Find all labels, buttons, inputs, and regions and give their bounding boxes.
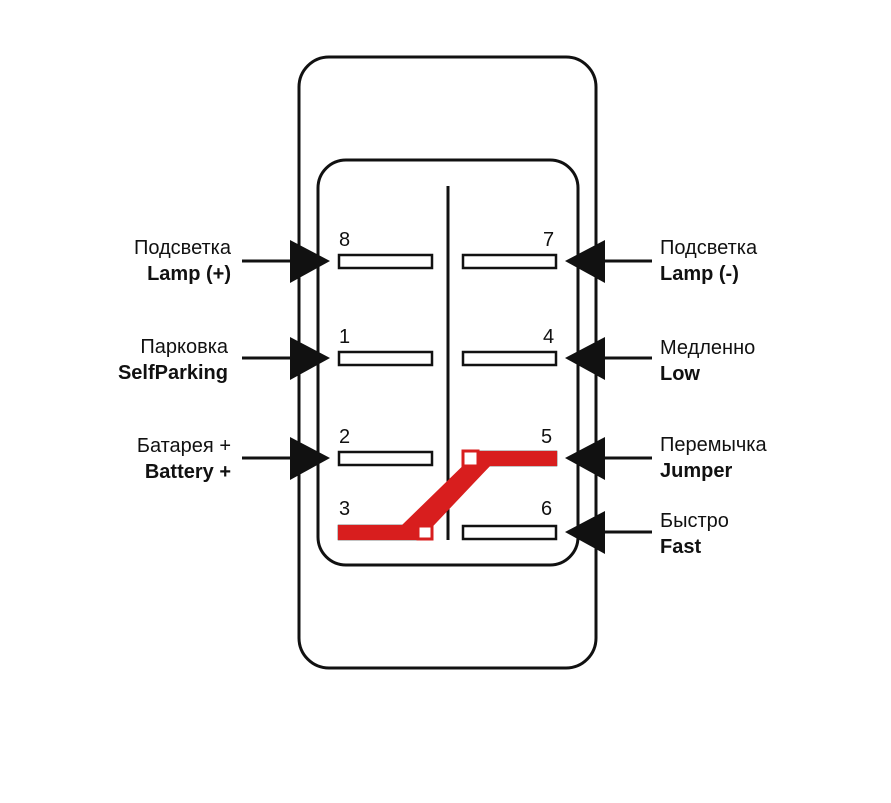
terminal-7 bbox=[461, 253, 558, 270]
pin-number-3: 3 bbox=[339, 498, 351, 520]
label-fast: Быстро Fast bbox=[660, 508, 729, 560]
label-en: Low bbox=[660, 363, 700, 385]
label-jumper: Перемычка Jumper bbox=[660, 432, 767, 484]
arrow-left-icon bbox=[565, 437, 652, 480]
pin-number-7: 7 bbox=[543, 229, 555, 251]
terminal-6 bbox=[461, 524, 558, 541]
terminal-1 bbox=[337, 350, 434, 367]
jumper-wire bbox=[338, 449, 557, 541]
label-en: Lamp (-) bbox=[660, 263, 739, 285]
terminal-2 bbox=[337, 450, 434, 467]
label-lamp-minus: Подсветка Lamp (-) bbox=[660, 235, 757, 287]
label-lamp-plus: Подсветка Lamp (+) bbox=[134, 235, 231, 287]
arrow-left-icon bbox=[565, 511, 652, 554]
pin-number-4: 4 bbox=[543, 326, 555, 348]
pin-number-5: 5 bbox=[541, 426, 553, 448]
label-ru: Батарея + bbox=[136, 435, 231, 457]
arrow-right-icon bbox=[242, 337, 330, 380]
terminal-4 bbox=[461, 350, 558, 367]
label-en: Battery + bbox=[144, 461, 231, 483]
label-ru: Подсветка bbox=[660, 237, 758, 259]
pin-number-8: 8 bbox=[339, 229, 351, 251]
pin-number-1: 1 bbox=[339, 326, 351, 348]
label-battery: Батарея + Battery + bbox=[137, 433, 231, 485]
label-en: SelfParking bbox=[117, 362, 228, 384]
label-ru: Парковка bbox=[140, 336, 228, 358]
label-en: Lamp (+) bbox=[147, 263, 231, 285]
label-ru: Медленно bbox=[660, 337, 756, 359]
pin-number-2: 2 bbox=[339, 426, 351, 448]
label-low: Медленно Low bbox=[660, 335, 755, 387]
pin-number-6: 6 bbox=[541, 498, 553, 520]
label-ru: Подсветка bbox=[133, 237, 231, 259]
terminal-8 bbox=[337, 253, 434, 270]
label-en: Jumper bbox=[660, 460, 733, 482]
label-selfparking: Парковка SelfParking bbox=[118, 334, 228, 386]
label-ru: Перемычка bbox=[660, 434, 767, 456]
label-en: Fast bbox=[660, 536, 702, 558]
label-ru: Быстро bbox=[660, 510, 729, 532]
arrow-right-icon bbox=[242, 437, 330, 480]
arrow-left-icon bbox=[565, 337, 652, 380]
arrow-right-icon bbox=[242, 240, 330, 283]
arrow-left-icon bbox=[565, 240, 652, 283]
